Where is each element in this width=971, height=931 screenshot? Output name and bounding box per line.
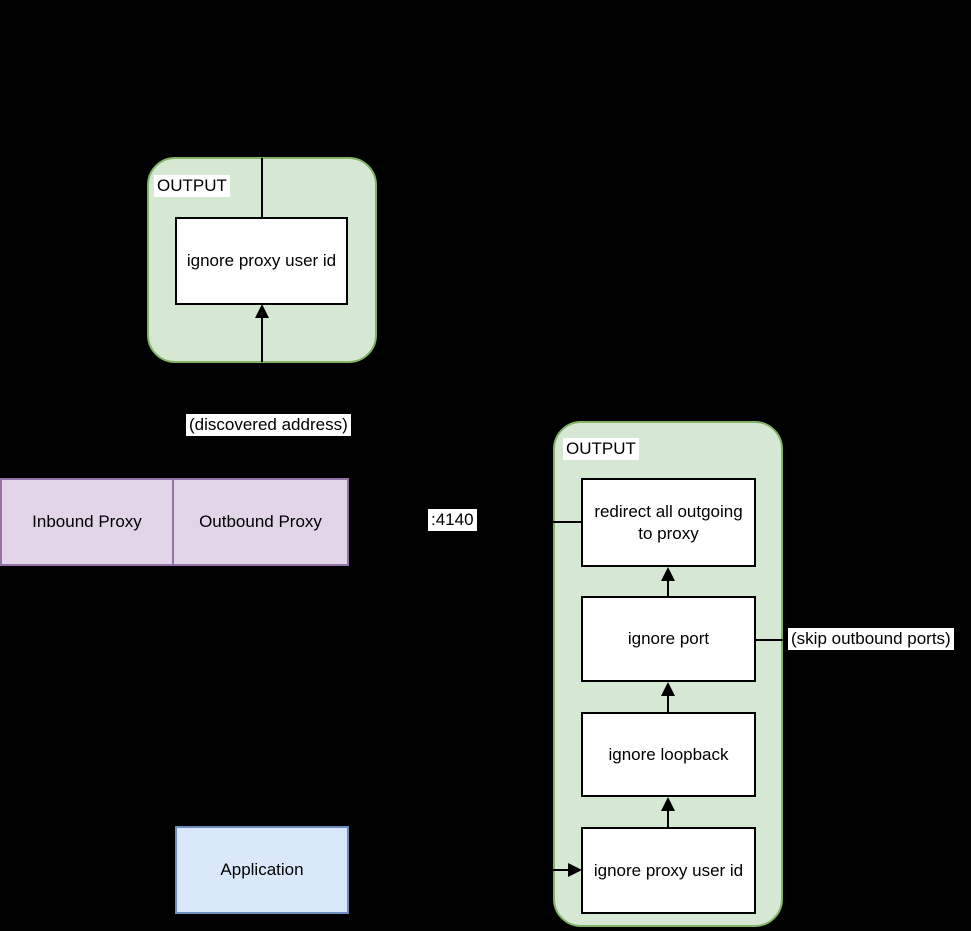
- inbound-proxy-cell: Inbound Proxy: [2, 480, 174, 564]
- arrowhead-up-into-node-top: [255, 304, 269, 318]
- application-box: Application: [175, 826, 349, 914]
- arrowhead-right-into-user-id-node: [568, 863, 582, 877]
- node-ignore-proxy-user-id-top: ignore proxy user id: [175, 217, 348, 305]
- connector-loopback-to-ignore-port: [667, 695, 669, 712]
- connector-left-into-redirect-node: [553, 521, 581, 523]
- connector-user-id-to-loopback: [667, 810, 669, 827]
- connector-top-into-node: [261, 158, 263, 217]
- outbound-port-label: :4140: [428, 509, 477, 531]
- connector-ignore-port-to-redirect: [667, 580, 669, 596]
- arrowhead-up-into-ignore-port: [661, 682, 675, 696]
- connector-left-into-user-id-node: [553, 869, 569, 871]
- discovered-address-label: (discovered address): [186, 414, 351, 436]
- arrowhead-up-into-redirect-node: [661, 567, 675, 581]
- node-redirect-all-outgoing-to-proxy: redirect all outgoing to proxy: [581, 478, 756, 567]
- arrowhead-up-into-ignore-loopback: [661, 797, 675, 811]
- output-chain-top-title: OUTPUT: [154, 175, 230, 197]
- node-ignore-proxy-user-id-right: ignore proxy user id: [581, 827, 756, 914]
- proxy-table: Inbound Proxy Outbound Proxy: [0, 478, 349, 566]
- connector-bottom-into-node-top: [261, 317, 263, 362]
- skip-outbound-ports-label: (skip outbound ports): [788, 628, 954, 650]
- outbound-proxy-cell: Outbound Proxy: [199, 512, 322, 531]
- node-ignore-loopback: ignore loopback: [581, 712, 756, 797]
- output-chain-right-title: OUTPUT: [563, 438, 639, 460]
- node-ignore-port: ignore port: [581, 596, 756, 682]
- connector-ignore-port-to-skip-label: [754, 639, 784, 641]
